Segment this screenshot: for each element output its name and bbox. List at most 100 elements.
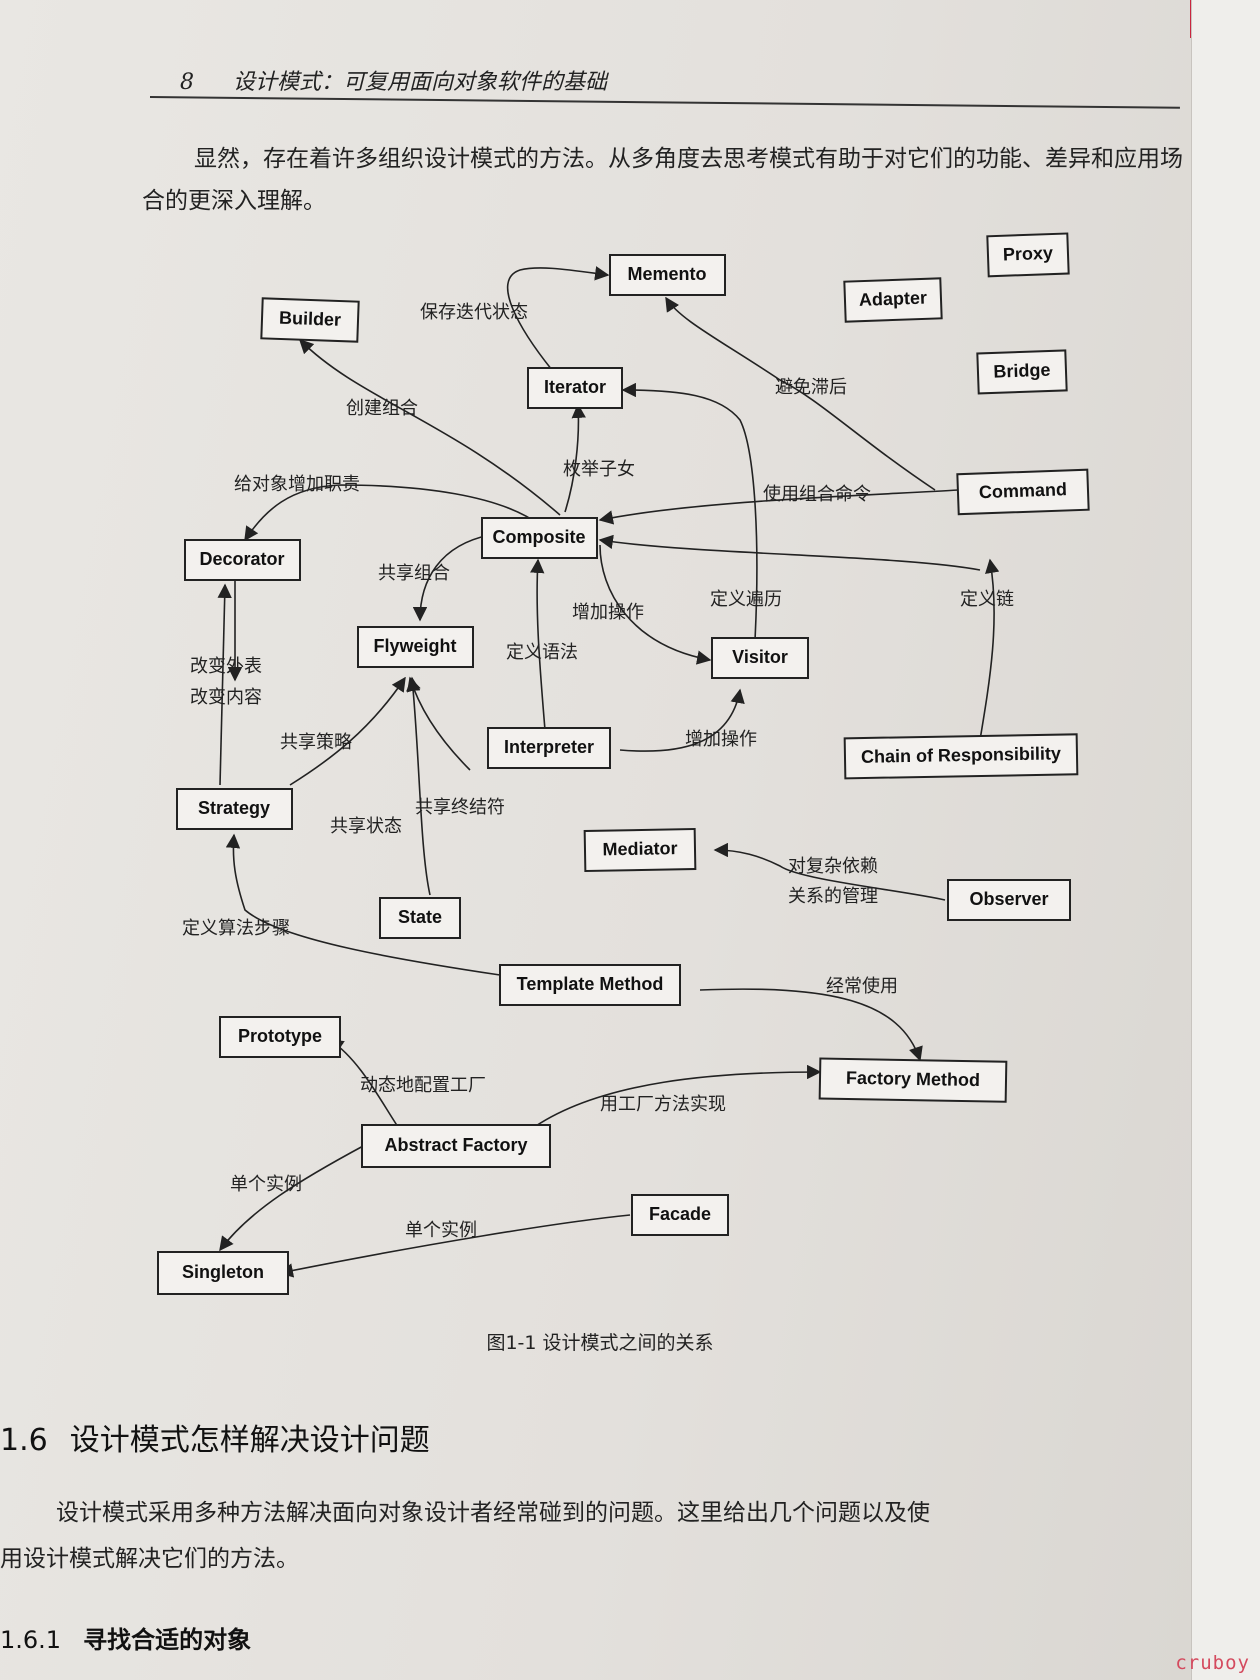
label-manage-dependencies-1: 对复杂依赖 (788, 856, 878, 877)
edge-composite-visitor (599, 544, 712, 665)
edge-composite-builder (298, 338, 561, 516)
intro-paragraph: 显然，存在着许多组织设计模式的方法。从多角度去思考模式有助于对它们的功能、差异和… (142, 146, 1183, 214)
observer-box: Observer (947, 879, 1071, 921)
proxy-box: Proxy (986, 232, 1070, 278)
label-define-grammar: 定义语法 (506, 642, 578, 663)
interpreter-label: Interpreter (504, 737, 594, 757)
label-add-operations-1: 增加操作 (572, 602, 644, 623)
label-define-algorithm-steps: 定义算法步骤 (182, 918, 290, 939)
adapter-box: Adapter (843, 277, 943, 323)
label-implement-using: 用工厂方法实现 (600, 1094, 726, 1115)
edge-strategy-decorator (217, 583, 232, 786)
label-configure-factory: 动态地配置工厂 (360, 1075, 486, 1096)
edge-interpreter-composite (530, 558, 546, 731)
label-share-strategies: 共享策略 (280, 732, 352, 753)
builder-box: Builder (260, 297, 360, 343)
label-change-guts: 改变内容 (190, 687, 262, 708)
edge-command-memento (665, 296, 936, 491)
page-number: 8 (180, 70, 194, 95)
edge-composite-iterator (564, 403, 586, 513)
edge-abstract-factory-method (529, 1064, 822, 1131)
label-avoid-lag: 避免滞后 (775, 377, 847, 398)
prototype-box: Prototype (219, 1016, 341, 1058)
label-add-responsibilities: 给对象增加职责 (234, 474, 360, 495)
visitor-box: Visitor (711, 637, 809, 679)
edge-composite-decorator (244, 484, 541, 542)
label-create-composite: 创建组合 (346, 398, 418, 419)
state-box: State (379, 897, 461, 939)
visitor-label: Visitor (732, 647, 788, 667)
label-define-chain: 定义链 (960, 589, 1014, 610)
chain-of-responsibility-box: Chain of Responsibility (843, 733, 1079, 780)
label-define-traversal: 定义遍历 (710, 589, 782, 610)
prototype-label: Prototype (238, 1026, 322, 1046)
label-use-composite-command: 使用组合命令 (763, 484, 871, 505)
label-single-instance-2: 单个实例 (405, 1220, 477, 1241)
diagram-edges (217, 266, 1000, 1278)
section-paragraph-line-1: 设计模式采用多种方法解决面向对象设计者经常碰到的问题。这里给出几个问题以及使 (56, 1500, 930, 1526)
composite-box: Composite (481, 517, 598, 559)
edge-interpreter-visitor (619, 688, 745, 752)
composite-label: Composite (492, 527, 585, 547)
label-save-iteration-state: 保存迭代状态 (420, 302, 528, 323)
section-title: 设计模式怎样解决设计问题 (69, 1423, 430, 1458)
edge-facade-singleton (278, 1214, 631, 1278)
bridge-label: Bridge (993, 360, 1051, 382)
command-box: Command (956, 468, 1090, 516)
relation-labels: 保存迭代状态 创建组合 避免滞后 枚举子女 给对象增加职责 使用组合命令 共享组… (182, 302, 1014, 1241)
abstract-factory-label: Abstract Factory (384, 1135, 527, 1155)
label-often-uses: 经常使用 (826, 976, 898, 997)
pattern-relationship-diagram: Memento Proxy Builder Adapter Iterator B… (157, 232, 1090, 1295)
edge-iterator-memento (507, 266, 610, 371)
singleton-label: Singleton (182, 1262, 264, 1282)
book-title: 设计模式：可复用面向对象软件的基础 (233, 70, 608, 95)
strategy-box: Strategy (176, 788, 293, 830)
subsection-number: 1.6.1 (0, 1626, 62, 1654)
mediator-box: Mediator (583, 828, 697, 872)
label-share-state: 共享状态 (330, 816, 402, 837)
command-label: Command (979, 479, 1068, 502)
facade-box: Facade (631, 1194, 729, 1236)
singleton-box: Singleton (157, 1251, 289, 1295)
template-method-label: Template Method (517, 974, 664, 994)
iterator-box: Iterator (527, 367, 623, 409)
flyweight-box: Flyweight (357, 626, 474, 668)
factory-method-label: Factory Method (846, 1068, 980, 1090)
edge-visitor-iterator (621, 382, 758, 641)
watermark: cruboy (1175, 1652, 1250, 1674)
facade-label: Facade (649, 1204, 711, 1224)
edge-interpreter-flyweight (406, 676, 471, 771)
running-header: 8 设计模式：可复用面向对象软件的基础 (180, 64, 607, 96)
edge-abstract-singleton (219, 1144, 366, 1252)
strategy-label: Strategy (198, 798, 270, 818)
label-share-terminals: 共享终结符 (415, 797, 505, 818)
memento-label: Memento (627, 264, 706, 284)
edge-composite-flyweight (412, 534, 491, 622)
bridge-box: Bridge (976, 349, 1068, 395)
interpreter-box: Interpreter (487, 727, 611, 769)
template-method-box: Template Method (499, 964, 681, 1006)
label-manage-dependencies-2: 关系的管理 (788, 886, 878, 907)
edge-chain-composite (598, 534, 981, 571)
decorator-label: Decorator (199, 549, 284, 569)
adjacent-page-edge (1191, 0, 1260, 1680)
iterator-label: Iterator (544, 377, 606, 397)
label-share-composites: 共享组合 (378, 563, 450, 584)
proxy-label: Proxy (1003, 243, 1054, 265)
section-paragraph-line-2: 用设计模式解决它们的方法。 (0, 1546, 299, 1572)
factory-method-box: Factory Method (818, 1057, 1008, 1103)
builder-label: Builder (279, 308, 342, 330)
label-change-skin: 改变外表 (190, 656, 262, 677)
adapter-label: Adapter (859, 288, 928, 310)
label-enumerate-children: 枚举子女 (563, 459, 635, 480)
edge-state-flyweight (406, 676, 431, 896)
edge-template-factory (699, 988, 923, 1062)
edge-observer-mediator (713, 842, 946, 901)
chain-label: Chain of Responsibility (861, 743, 1061, 766)
edge-strategy-flyweight (289, 676, 406, 786)
state-label: State (398, 907, 442, 927)
edge-command-composite (598, 489, 959, 525)
